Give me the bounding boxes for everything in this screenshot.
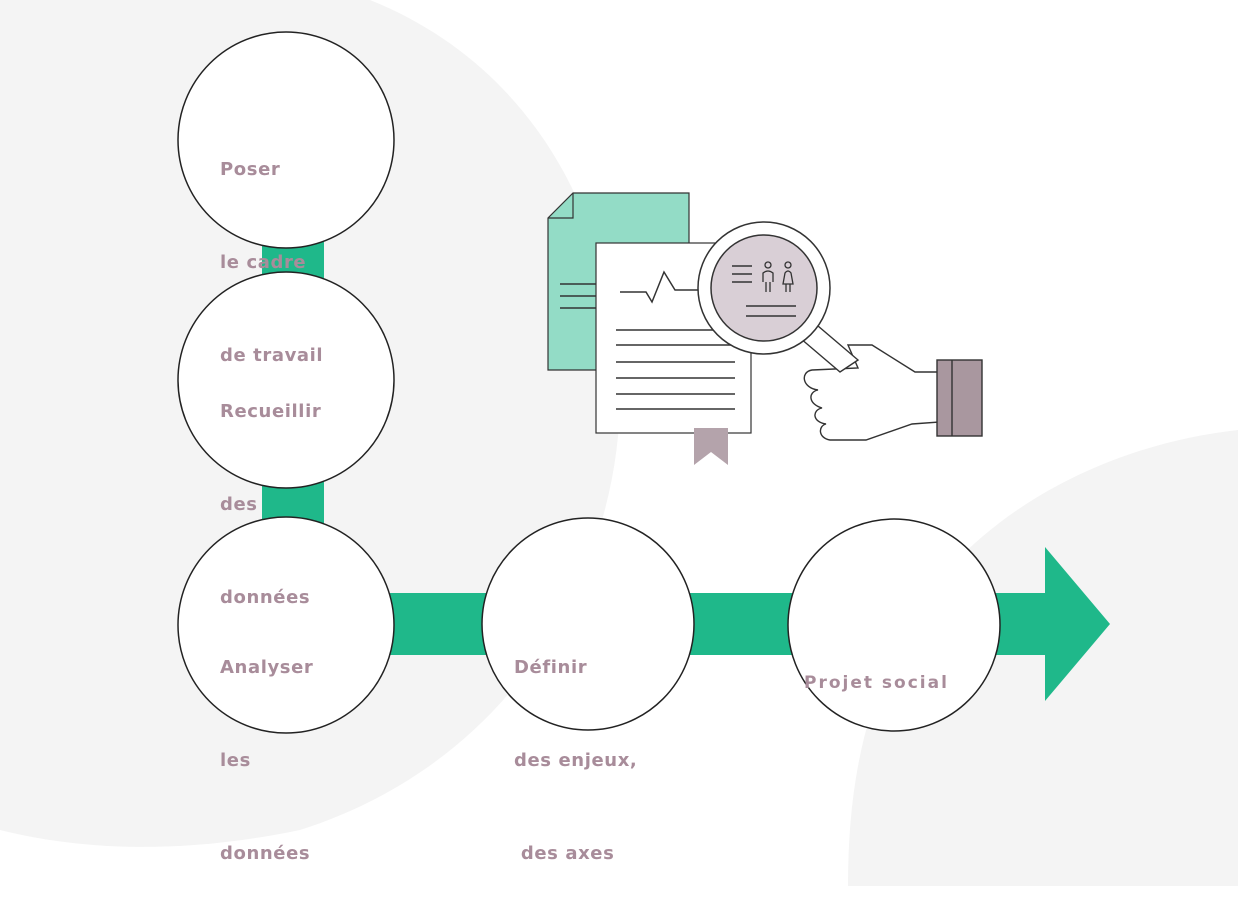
- hand-icon: [803, 344, 941, 441]
- step-circle-5: [787, 518, 1001, 732]
- arrow-shaft: [995, 593, 1050, 655]
- connector-4-5: [690, 593, 795, 655]
- step-circle-1: [177, 31, 395, 249]
- people-icon: [762, 261, 794, 292]
- connector-3-4: [390, 593, 490, 655]
- step-circle-3: [177, 516, 395, 734]
- bookmark-icon: [694, 428, 728, 465]
- arrow-head: [1045, 547, 1110, 701]
- step-circle-2: [177, 271, 395, 489]
- background-blob-right: [848, 430, 1238, 886]
- step-circle-4: [481, 517, 695, 731]
- cuff-icon: [936, 359, 983, 437]
- magnifier-lens-icon: [710, 234, 818, 342]
- magnifier-over-documents-icon: [547, 192, 983, 465]
